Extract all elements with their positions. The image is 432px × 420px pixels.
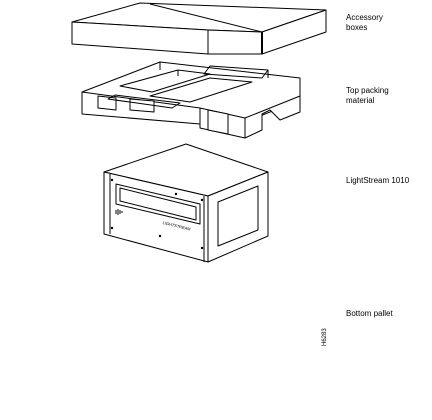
screw — [200, 246, 204, 250]
cisco-logo-icon — [115, 209, 123, 215]
label-accessory-boxes: Accessory boxes — [346, 13, 383, 32]
figure-id: H6283 — [322, 328, 328, 346]
lightstream-chassis — [103, 143, 269, 263]
top-packing-material — [81, 61, 301, 139]
screw — [174, 192, 178, 196]
accessory-boxes — [71, 2, 327, 55]
label-lightstream: LightStream 1010 — [346, 176, 410, 185]
screw — [200, 198, 204, 202]
screw — [110, 178, 114, 182]
label-top-packing-material: Top packing material — [346, 86, 389, 105]
label-bottom-pallet: Bottom pallet — [346, 309, 393, 318]
screw — [110, 226, 114, 230]
screw — [158, 234, 162, 238]
